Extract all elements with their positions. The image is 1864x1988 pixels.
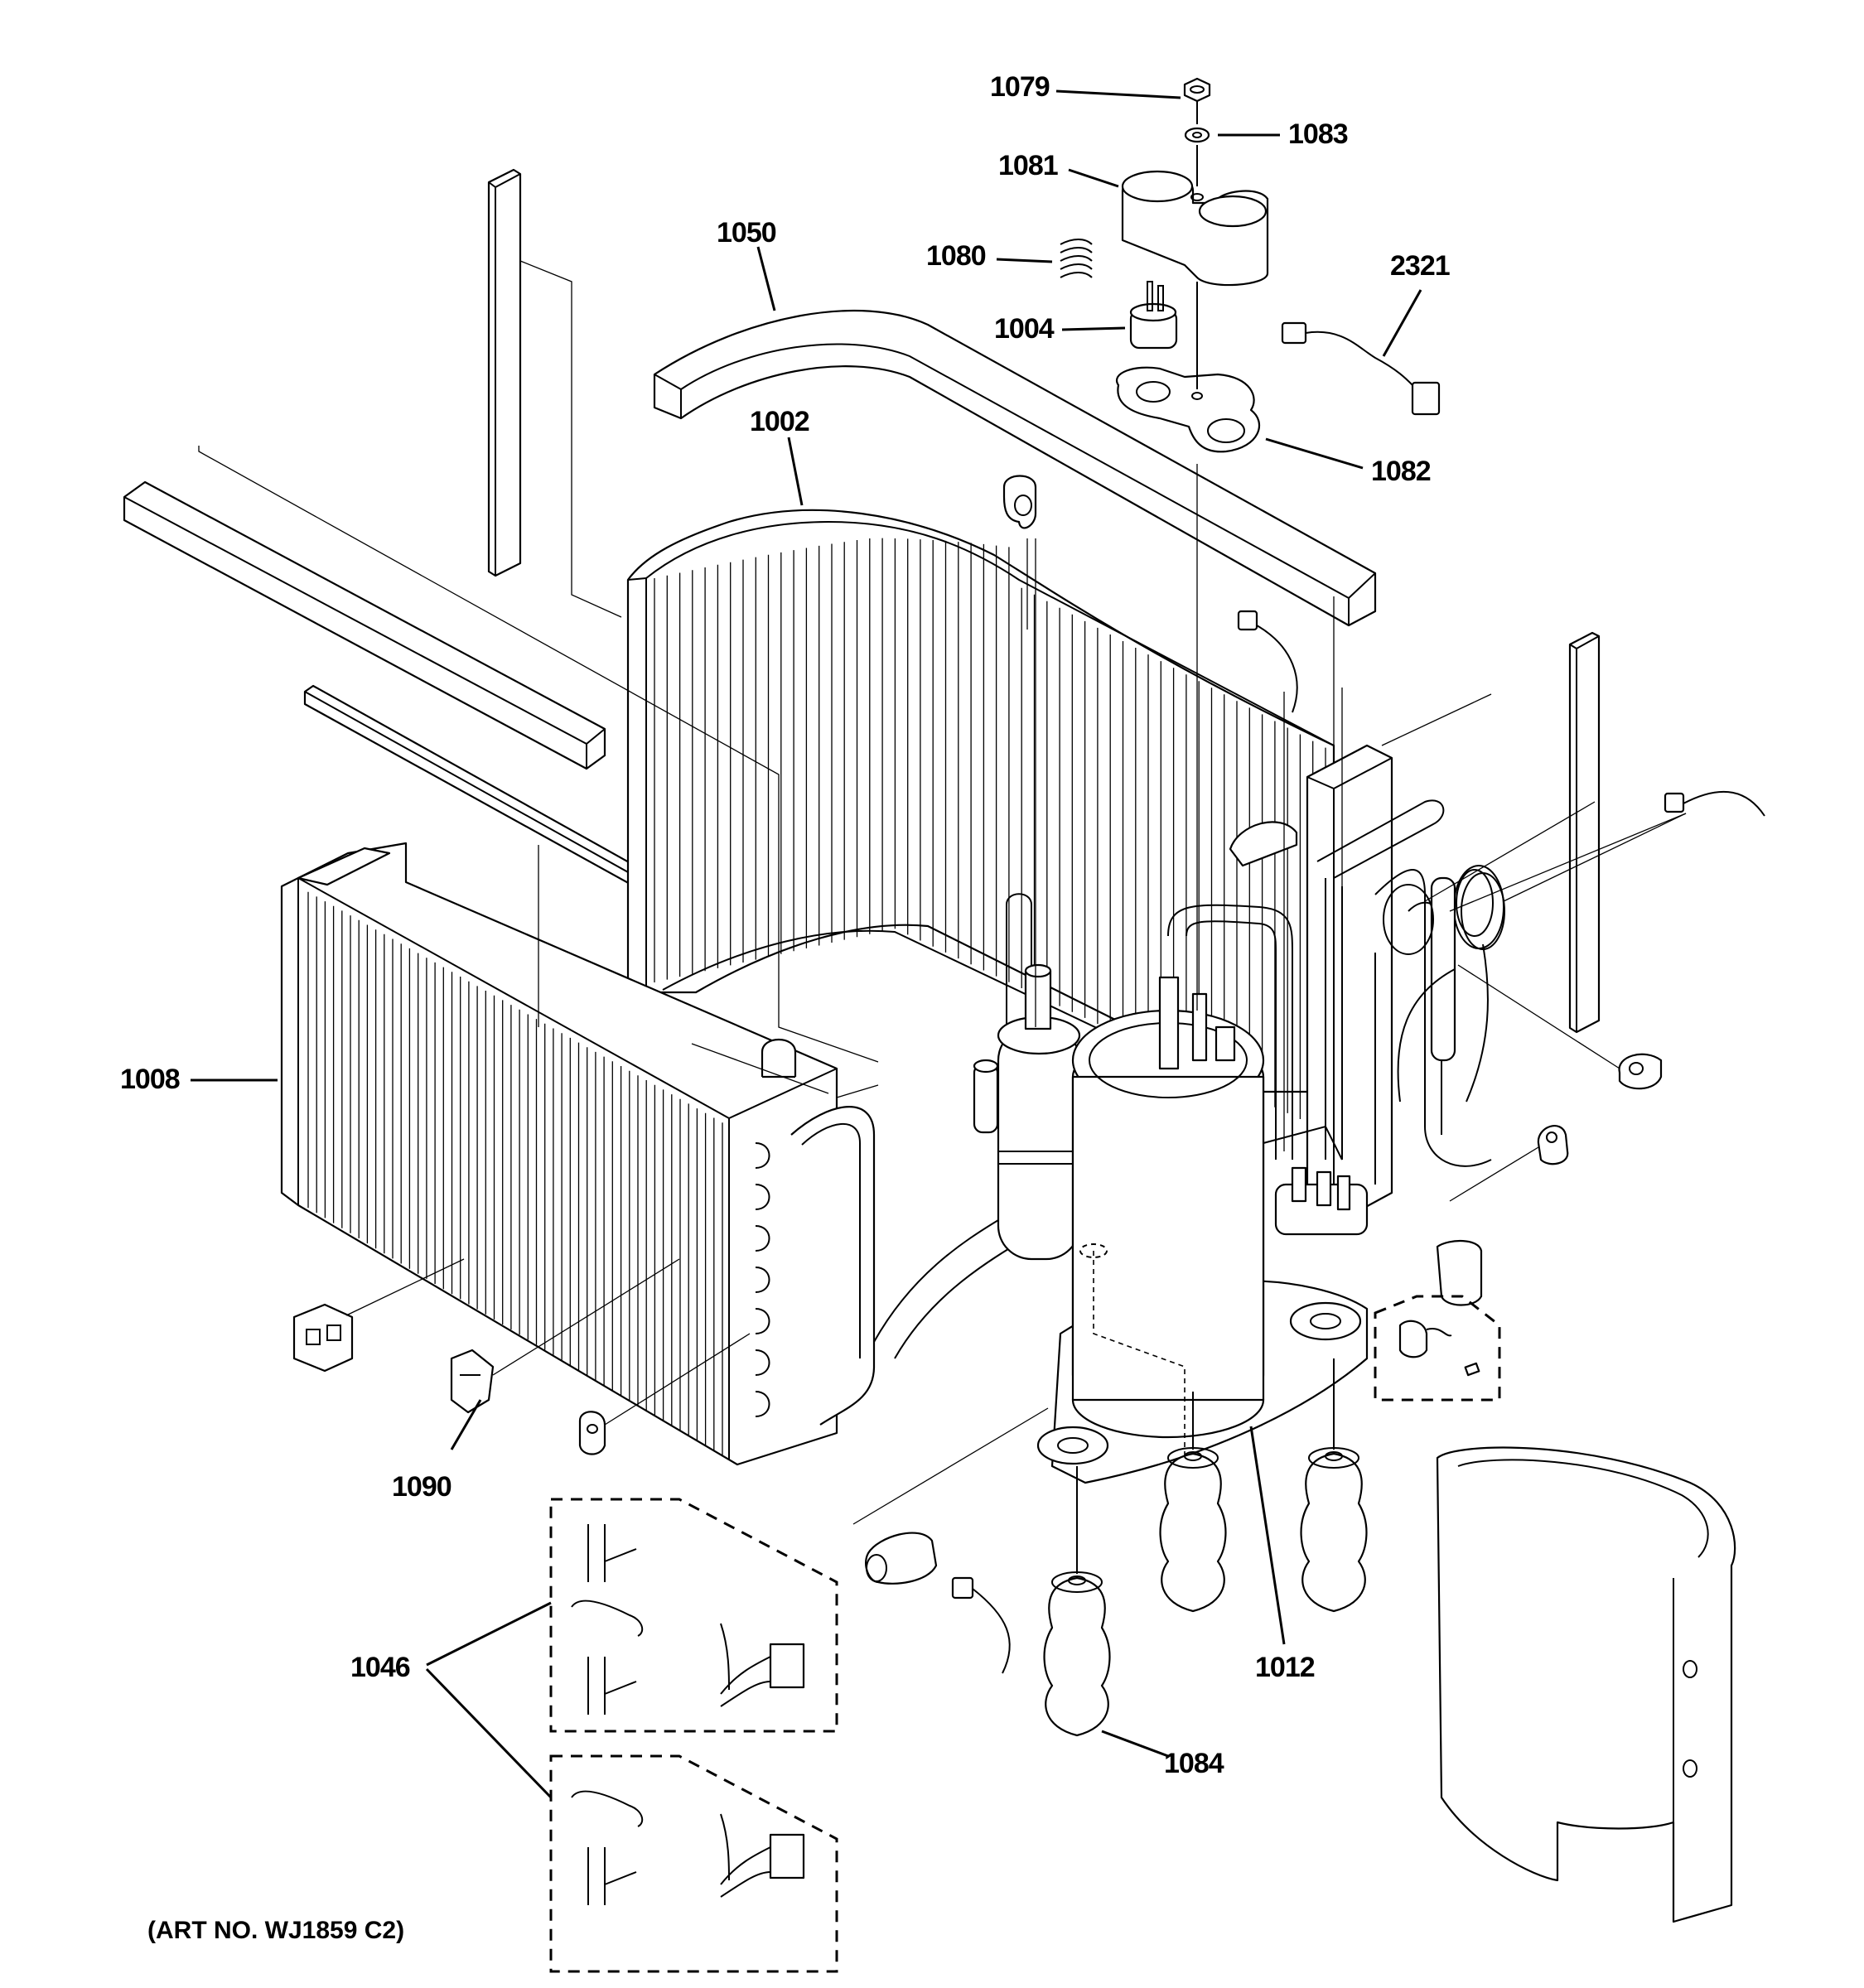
callout-1002: 1002 [750, 406, 809, 437]
grommet-right [1300, 1447, 1368, 1613]
fan-shroud [1436, 1446, 1736, 1923]
right-vertical-foam-strip [1568, 631, 1601, 1034]
grommet-left [1043, 1571, 1111, 1737]
callout-1012: 1012 [1255, 1652, 1315, 1683]
capillary-coil-assembly [1374, 865, 1505, 1185]
callout-1079: 1079 [990, 71, 1050, 103]
grommet-middle [1159, 1447, 1227, 1613]
callout-labels: 1079 1083 1081 1050 1080 2321 1004 1002 … [120, 71, 1451, 1944]
callout-1080: 1080 [926, 240, 986, 272]
insulation-sleeve [1229, 821, 1298, 867]
compressor [1036, 976, 1369, 1491]
callout-1081: 1081 [998, 150, 1058, 181]
sensor-lead-right [1664, 790, 1765, 817]
callout-1046: 1046 [350, 1652, 410, 1683]
callout-1090: 1090 [392, 1471, 452, 1503]
leader-lines [191, 89, 1422, 1799]
callout-1004: 1004 [994, 313, 1055, 345]
arched-foam-seal [653, 309, 1377, 627]
tube-clamp [1002, 475, 1037, 630]
condenser-coil [280, 842, 876, 1466]
cable-clip [1537, 1125, 1569, 1165]
overload-protector-cover [1121, 170, 1269, 287]
spring [1060, 239, 1093, 278]
callout-1008: 1008 [120, 1064, 180, 1095]
evaporator-end-plate [1306, 744, 1393, 1226]
callout-1050: 1050 [717, 217, 776, 248]
retainer-clip [450, 1349, 495, 1414]
mounting-grommets [1043, 1358, 1368, 1737]
mounting-bracket [1116, 366, 1260, 453]
evaporator-coil [626, 509, 1335, 1132]
guide-lines [198, 260, 1687, 1525]
sensor-kit-box-lower [549, 1754, 838, 1973]
sensor-lead-top [1237, 610, 1298, 713]
wire-harness [1281, 321, 1441, 416]
callout-1082: 1082 [1371, 456, 1431, 487]
callout-2321: 2321 [1390, 250, 1450, 282]
terminal-nut [1183, 77, 1211, 103]
sensor-kit-box-upper [549, 1498, 838, 1733]
callout-1084: 1084 [1164, 1748, 1224, 1779]
callout-1083: 1083 [1288, 118, 1348, 150]
left-vertical-foam-strip [487, 168, 522, 577]
long-foam-bar [123, 480, 606, 770]
art-number: (ART NO. WJ1859 C2) [147, 1917, 404, 1944]
condenser-return-bends [755, 1142, 770, 1417]
ptc-relay [1129, 281, 1178, 350]
coil-bracket [292, 1303, 354, 1373]
wire-clip [578, 1411, 606, 1455]
rubber-grommet [1618, 1053, 1663, 1090]
tube-insulation [1436, 1239, 1483, 1306]
pipe-sleeve [973, 1059, 999, 1134]
tube-clip [761, 1039, 797, 1078]
pipe-insulation-sleeve [864, 1532, 938, 1585]
washer [1184, 127, 1210, 143]
sensor-lead-bottom [951, 1576, 1011, 1674]
accumulator [997, 963, 1081, 1261]
overload-box [1374, 1295, 1501, 1402]
